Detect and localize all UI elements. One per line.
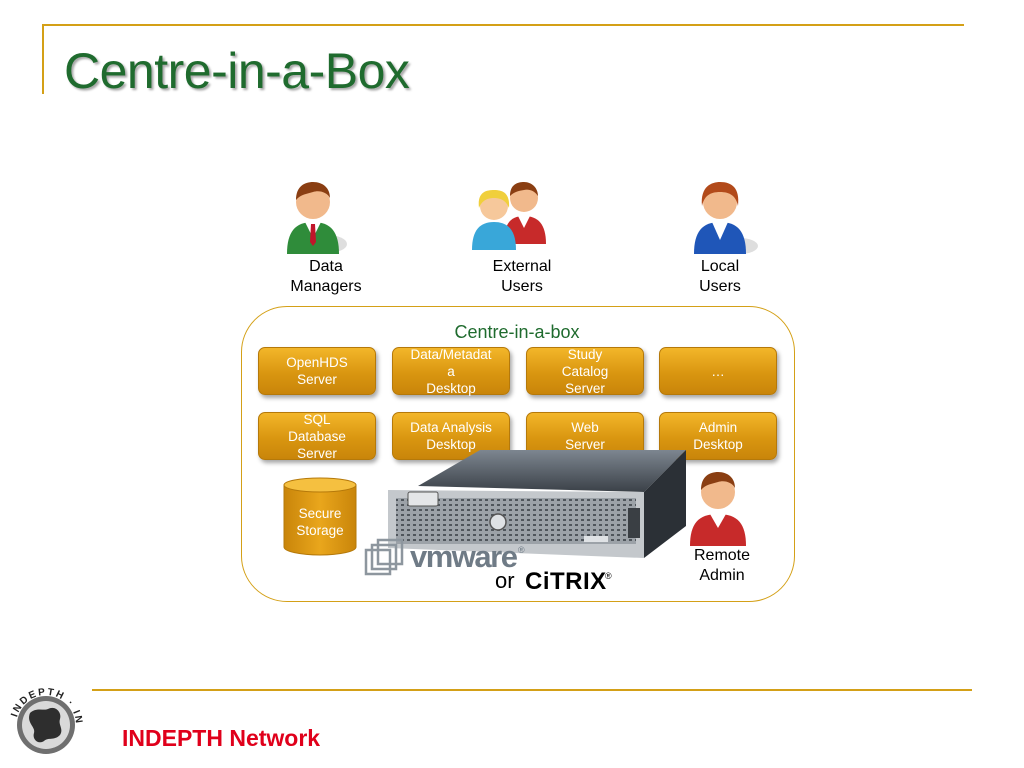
sql-database-server-component: SQL Database Server [258,412,376,461]
title-divider-vertical [42,24,44,94]
openhds-server-component: OpenHDS Server [258,347,376,395]
vmware-registered-mark: ® [518,545,525,555]
remote-admin-label: Remote Admin [693,547,751,584]
title-divider-horizontal [42,24,964,26]
footer-divider [92,689,972,691]
data-managers-label: Data Managers [290,258,362,295]
secure-storage-label: Secure Storage [296,506,344,538]
data-analysis-desktop-component: Data Analysis Desktop [392,412,510,460]
local-users-label: Local Users [699,258,741,295]
indepth-globe-logo: INDEPTH · INDEPTH [4,683,82,754]
external-users-icon [472,182,546,250]
citrix-wordmark: CiTRIX [525,568,607,595]
footer-organization-name: INDEPTH Network [122,725,321,751]
data-metadata-desktop-component: Data/Metadat a Desktop [392,347,510,396]
secure-storage-cylinder [283,477,357,556]
more-components: … [659,347,777,395]
vmware-wordmark: vmware [410,539,518,574]
study-catalog-server-component: Study Catalog Server [526,347,644,396]
vmware-logo-icon [364,538,404,576]
data-manager-person-icon [287,182,347,254]
citrix-registered-mark: ® [605,571,612,581]
centre-in-a-box-title: Centre-in-a-box [454,322,580,342]
local-user-person-icon [694,182,758,254]
rack-server-illustration [388,450,686,558]
or-text: or [495,568,515,593]
external-users-label: External Users [492,258,552,295]
page-title: Centre-in-a-Box [64,43,410,99]
remote-admin-person-icon [690,472,746,546]
